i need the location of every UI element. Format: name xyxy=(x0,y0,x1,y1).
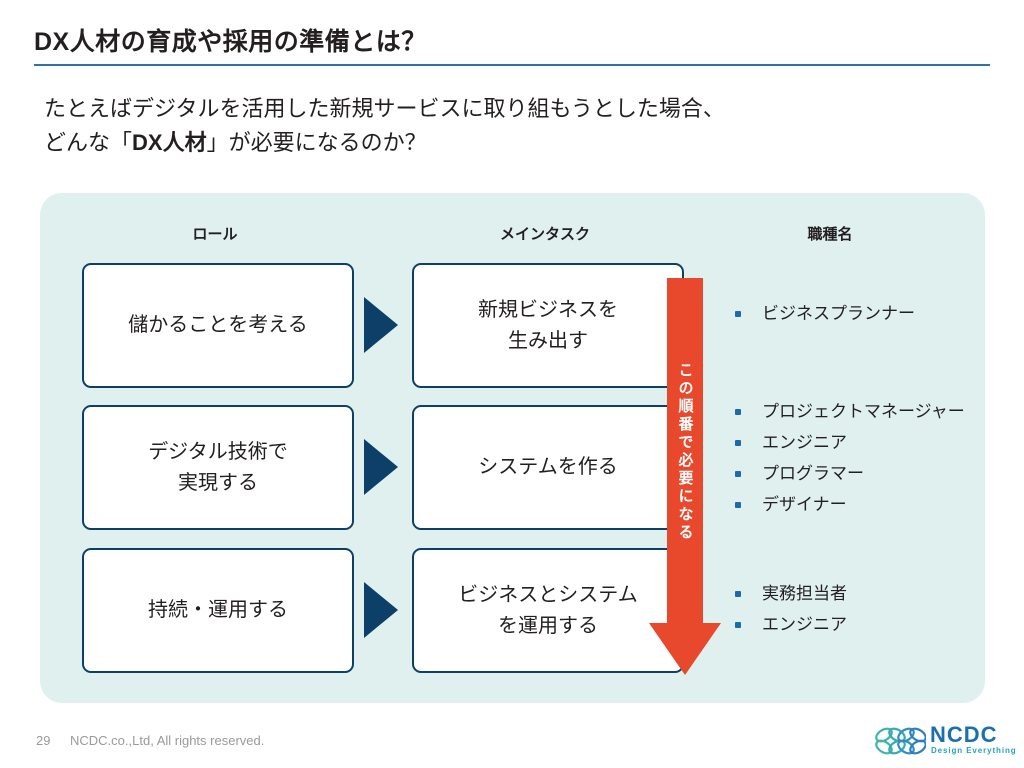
sequence-arrow-label: この順番で必要になる xyxy=(676,362,694,542)
jobtitle-list-3: 実務担当者 エンジニア xyxy=(732,578,982,640)
task-box-3-label: ビジネスとシステムを運用する xyxy=(458,580,637,642)
jobtitle-label: ビジネスプランナー xyxy=(762,304,915,323)
role-box-1-label: 儲かることを考える xyxy=(128,314,308,336)
jobtitle-list-2: プロジェクトマネージャー エンジニア プログラマー デザイナー xyxy=(732,396,982,520)
lead-line-1: たとえばデジタルを活用した新規サービスに取り組もうとした場合、 xyxy=(44,96,725,121)
task-box-1-line-2: 生み出す xyxy=(508,329,588,352)
list-item: エンジニア xyxy=(732,609,982,640)
list-item: プロジェクトマネージャー xyxy=(732,396,982,427)
jobtitle-label: エンジニア xyxy=(762,615,847,634)
column-header-task: メインタスク xyxy=(499,226,590,243)
title-divider xyxy=(34,64,990,66)
jobtitle-label: エンジニア xyxy=(762,433,847,452)
arrow-right-icon-1 xyxy=(364,297,398,353)
list-item: デザイナー xyxy=(732,489,982,520)
jobtitle-label: プログラマー xyxy=(762,464,864,483)
jobtitle-list-1: ビジネスプランナー xyxy=(732,298,982,329)
task-box-3-line-2: を運用する xyxy=(498,614,598,637)
bullet-icon xyxy=(735,409,741,415)
jobtitle-label: 実務担当者 xyxy=(762,584,847,603)
role-box-2: デジタル技術で実現する xyxy=(82,405,354,530)
task-box-2-label: システムを作る xyxy=(478,456,618,478)
task-box-1-line-1: 新規ビジネスを xyxy=(478,298,618,321)
ncdc-wordmark: NCDC xyxy=(930,722,998,747)
role-box-2-label: デジタル技術で実現する xyxy=(148,437,288,499)
task-box-3: ビジネスとシステムを運用する xyxy=(412,548,684,673)
bullet-icon xyxy=(735,471,741,477)
column-header-jobtitle: 職種名 xyxy=(807,226,853,243)
arrow-right-icon-2 xyxy=(364,439,398,495)
arrow-right-icon-3 xyxy=(364,582,398,638)
page-title: DX人材の育成や採用の準備とは？ xyxy=(34,28,427,56)
bullet-icon xyxy=(735,591,741,597)
ncdc-petal-mark-icon xyxy=(874,726,927,761)
sequence-arrow-down-icon: この順番で必要になる xyxy=(649,278,721,675)
jobtitle-label: プロジェクトマネージャー xyxy=(762,402,965,421)
bullet-icon xyxy=(735,622,741,628)
task-box-1-label: 新規ビジネスを生み出す xyxy=(478,295,618,357)
role-box-2-line-1: デジタル技術で xyxy=(148,440,288,463)
list-item: 実務担当者 xyxy=(732,578,982,609)
role-box-3-label: 持続・運用する xyxy=(148,599,288,621)
page-number: 29 xyxy=(36,733,51,748)
copyright-text: NCDC.co.,Ltd, All rights reserved. xyxy=(70,733,265,748)
ncdc-logo: NCDC Design Everything xyxy=(874,724,1016,761)
bullet-icon xyxy=(735,311,741,317)
sequence-arrow-shaft xyxy=(667,278,703,626)
lead-emphasis-dx-jinzai: DX人材 xyxy=(132,130,207,155)
list-item: ビジネスプランナー xyxy=(732,298,982,329)
lead-paragraph: たとえばデジタルを活用した新規サービスに取り組もうとした場合、 どんな「DX人材… xyxy=(44,92,725,160)
role-box-2-line-2: 実現する xyxy=(177,471,258,494)
ncdc-tagline: Design Everything xyxy=(931,746,1017,755)
lead-line-2-prefix: どんな「 xyxy=(44,130,133,155)
list-item: プログラマー xyxy=(732,458,982,489)
list-item: エンジニア xyxy=(732,427,982,458)
lead-line-2: どんな「DX人材」が必要になるのか？ xyxy=(44,126,725,160)
jobtitle-label: デザイナー xyxy=(762,495,847,514)
bullet-icon xyxy=(735,502,741,508)
diagram-panel: ロール メインタスク 職種名 儲かることを考える デジタル技術で実現する 持続・… xyxy=(40,193,985,703)
role-box-1: 儲かることを考える xyxy=(82,263,354,388)
sequence-arrow-head xyxy=(649,623,721,675)
task-box-1: 新規ビジネスを生み出す xyxy=(412,263,684,388)
column-header-role: ロール xyxy=(192,226,238,243)
task-box-3-line-1: ビジネスとシステム xyxy=(458,583,638,606)
lead-line-2-suffix: 」が必要になるのか？ xyxy=(206,130,427,155)
role-box-3: 持続・運用する xyxy=(82,548,354,673)
task-box-2: システムを作る xyxy=(412,405,684,530)
bullet-icon xyxy=(735,440,741,446)
